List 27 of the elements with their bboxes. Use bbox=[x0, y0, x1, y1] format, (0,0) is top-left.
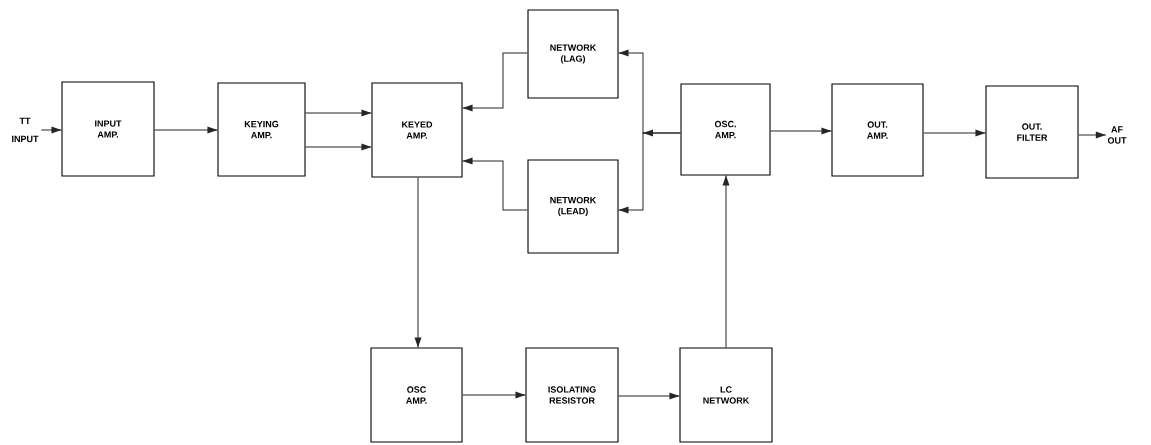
block-box: NETWORK (LEAD) bbox=[527, 159, 619, 254]
block-box: KEYED AMP. bbox=[371, 82, 463, 178]
arrow bbox=[305, 143, 372, 151]
arrow bbox=[923, 129, 986, 137]
signal-label: AF OUT bbox=[1107, 126, 1127, 144]
block-box: LC NETWORK bbox=[679, 347, 773, 443]
arrow bbox=[618, 392, 680, 400]
arrow bbox=[770, 127, 832, 135]
block-box: OUT. FILTER bbox=[985, 85, 1079, 179]
block-box: ISOLATING RESISTOR bbox=[525, 347, 619, 443]
arrow bbox=[462, 52, 528, 112]
arrow bbox=[305, 109, 372, 117]
block-box: INPUT AMP. bbox=[61, 81, 155, 177]
arrow bbox=[462, 391, 526, 399]
arrow bbox=[40, 126, 62, 134]
block-box: OUT. AMP. bbox=[831, 83, 924, 177]
arrow bbox=[722, 175, 730, 348]
arrow bbox=[1078, 131, 1107, 139]
block-box: NETWORK (LAG) bbox=[527, 9, 619, 99]
block-box: OSC AMP. bbox=[370, 347, 463, 443]
arrow bbox=[154, 126, 218, 134]
signal-label: TT INPUT bbox=[12, 117, 39, 143]
arrow bbox=[462, 157, 528, 211]
arrow bbox=[414, 177, 422, 348]
block-box: OSC. AMP. bbox=[680, 83, 771, 176]
block-box: KEYING AMP. bbox=[217, 82, 306, 177]
arrow bbox=[618, 132, 681, 214]
